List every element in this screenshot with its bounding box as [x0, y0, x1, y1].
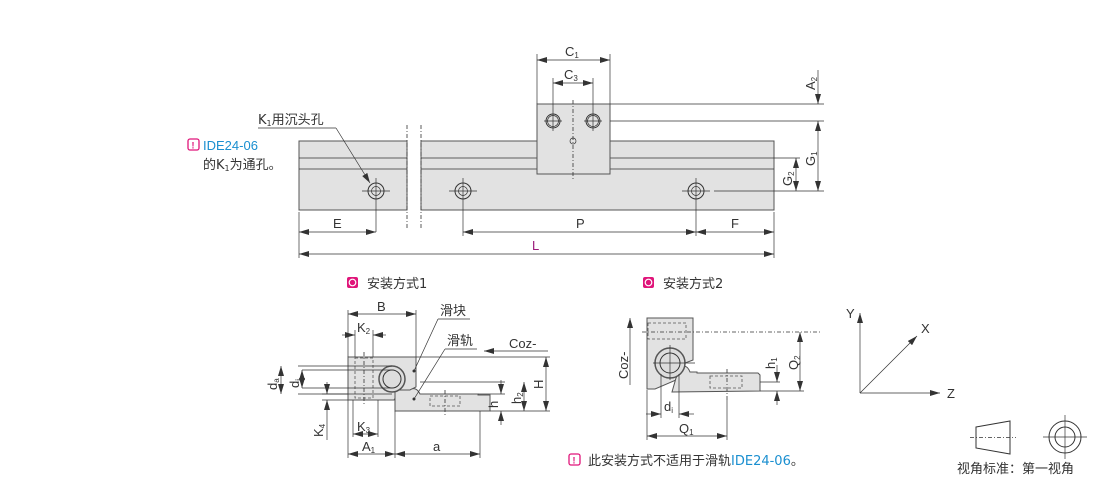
dim-label-h1: h [763, 362, 778, 369]
dim-label-L: L [532, 238, 539, 253]
dim-label-Q2: Q [786, 360, 801, 370]
svg-text:C3: C3 [564, 67, 578, 83]
svg-text:h2: h2 [509, 392, 525, 404]
install-method-1: 安装方式1 滑块 滑轨 Coz- B K2 [265, 276, 550, 458]
dim-label-a: a [433, 439, 441, 454]
top-view: C1 C3 A2 G1 G2 E P F L K1用沉头孔 ! [187, 44, 824, 258]
projection-symbol: 视角标准：第一视角 [957, 415, 1087, 477]
dim-label-C1: C [565, 44, 574, 59]
direction-coz-minus: Coz- [509, 336, 536, 351]
label-slider: 滑块 [440, 304, 466, 319]
svg-text:h1: h1 [763, 357, 779, 369]
direction-coz-minus: Coz- [616, 352, 631, 379]
note-install2-not-applicable: ! 此安装方式不适用于滑轨IDE24-06。 [568, 453, 804, 469]
coordinate-axes: Y X Z [846, 306, 955, 401]
callout-k1-counterbore: K1用沉头孔 [258, 113, 324, 128]
rail-hole-3 [682, 178, 710, 236]
dim-label-di: d [287, 381, 302, 388]
svg-text:A2: A2 [803, 76, 819, 90]
svg-text:K3: K3 [357, 419, 371, 435]
svg-text:Q2: Q2 [786, 355, 802, 370]
dim-label-K2: K [357, 320, 366, 335]
dim-label-E: E [333, 216, 342, 231]
svg-text:的K1为通孔。: 的K1为通孔。 [203, 157, 282, 173]
rail-hole-2 [449, 178, 477, 236]
rail-profile [394, 388, 491, 412]
note-model-link: IDE24-06 [731, 454, 791, 469]
axis-label-y: Y [846, 306, 855, 321]
rail-left-segment [298, 140, 408, 211]
dim-label-K3: K [357, 419, 366, 434]
dim-label-H: H [531, 380, 546, 389]
svg-text:!: ! [573, 456, 576, 466]
dim-label-P: P [576, 216, 585, 231]
install2-title: 安装方式2 [663, 276, 723, 292]
slider-hole-right [584, 112, 602, 131]
svg-text:C1: C1 [565, 44, 579, 60]
svg-text:Q1: Q1 [679, 421, 694, 437]
dim-label-F: F [731, 216, 739, 231]
dim-label-da: d [265, 383, 280, 390]
dim-label-B: B [377, 299, 386, 314]
first-angle-cone-icon [975, 420, 1011, 455]
svg-text:此安装方式不适用于滑轨IDE24-06。: 此安装方式不适用于滑轨IDE24-06。 [588, 453, 804, 469]
label-rail: 滑轨 [447, 334, 473, 349]
note-ide2406-through-hole: ! IDE24-06 的K1为通孔。 [187, 138, 282, 173]
dim-label-K4: K [311, 428, 326, 437]
rail-hole-1 [362, 178, 390, 232]
slider-hole-left [544, 112, 562, 131]
dim-label-G2: G [780, 176, 795, 186]
svg-text:di: di [287, 379, 303, 388]
svg-text:K2: K2 [357, 320, 371, 336]
warning-icon [568, 453, 581, 466]
warning-icon [187, 138, 200, 151]
dim-label-h2: h [509, 397, 524, 404]
svg-text:da: da [265, 378, 281, 390]
dim-label-G1: G [803, 156, 818, 166]
dim-label-Q1: Q [679, 421, 689, 436]
svg-text:A1: A1 [362, 439, 376, 455]
slider-block [536, 103, 611, 175]
note-model-link[interactable]: IDE24-06 [203, 138, 258, 153]
dim-label-A2: A [803, 81, 818, 90]
axis-label-z: Z [947, 386, 955, 401]
svg-text:di: di [664, 399, 673, 415]
svg-text:!: ! [192, 141, 195, 151]
dim-label-C3: C [564, 67, 573, 82]
install1-title: 安装方式1 [367, 276, 427, 292]
install-method-2: 安装方式2 Coz- h1 Q2 di Q1 [568, 276, 820, 469]
axis-label-x: X [921, 321, 930, 336]
dim-label-di: d [664, 399, 671, 414]
first-angle-circle-icon [1043, 415, 1087, 459]
dim-label-h: h [486, 401, 501, 408]
dim-label-A1: A [362, 439, 371, 454]
projection-label: 视角标准： [957, 462, 1022, 477]
svg-text:视角标准：第一视角: 视角标准：第一视角 [957, 462, 1074, 477]
svg-text:K4: K4 [311, 423, 327, 437]
projection-value: 第一视角 [1022, 462, 1074, 477]
svg-text:G1: G1 [803, 151, 819, 166]
svg-text:G2: G2 [780, 171, 796, 186]
